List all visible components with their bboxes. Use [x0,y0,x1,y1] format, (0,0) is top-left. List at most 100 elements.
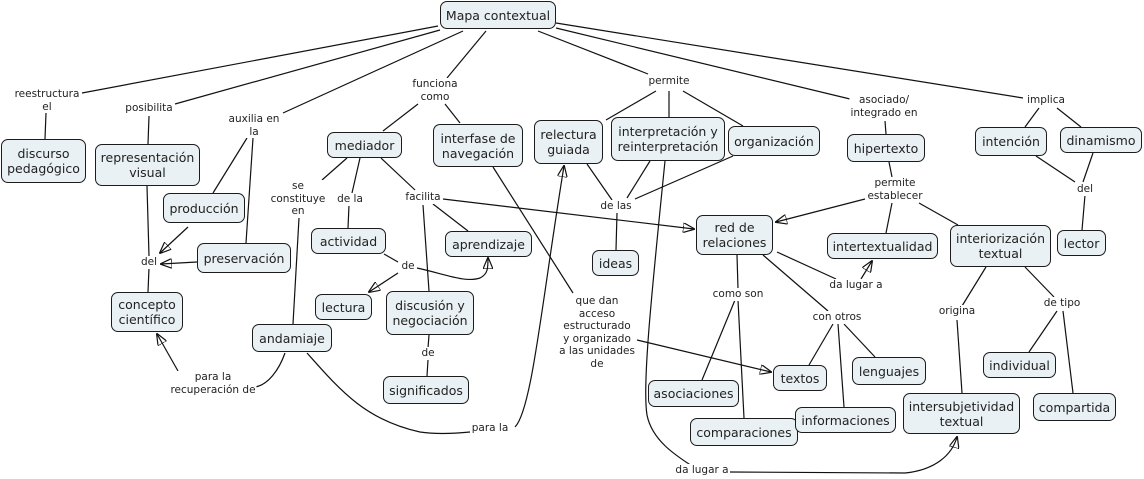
connector-line [586,163,613,201]
linking-phrase-para-la-recuperacion-de[interactable]: para la recuperación de [169,371,257,396]
linking-phrase-que-dan-acceso[interactable]: que dan acceso estructurado y organizado… [558,295,636,370]
concept-red-de-relaciones[interactable]: red de relaciones [696,215,773,255]
linking-phrase-da-lugar-a[interactable]: da lugar a [674,464,730,477]
concept-mapa-contextual[interactable]: Mapa contextual [440,1,556,29]
connector-arrow [160,226,189,253]
linking-phrase-como-son[interactable]: como son [711,288,765,301]
connector-line [1024,107,1040,128]
connector-line [444,103,461,124]
connector-line [446,30,487,79]
connector-line [605,90,657,121]
connector-line [615,212,618,251]
connector-line [701,299,736,381]
linking-phrase-de-las[interactable]: de las [599,200,633,213]
linking-phrase-de[interactable]: de [420,347,436,360]
connector-line [427,334,430,349]
linking-phrase-se-constituye-en[interactable]: se constituye en [269,180,327,218]
connector-arrow [161,262,198,264]
connector-arrow [636,339,771,372]
connector-line [292,217,300,325]
linking-phrase-del[interactable]: del [139,256,159,269]
linking-phrase-para-la[interactable]: para la [470,422,510,435]
concept-individual[interactable]: individual [983,352,1056,378]
concept-lectura[interactable]: lectura [315,294,372,320]
linking-phrase-auxilia-en-la[interactable]: auxilia en la [227,113,281,138]
connector-line [555,27,851,100]
connector-line [306,352,471,435]
linking-phrase-permite-establecer[interactable]: permite establecer [866,177,924,202]
concept-andamiaje[interactable]: andamiaje [252,324,332,352]
connector-line [884,120,887,135]
concept-lenguajes[interactable]: lenguajes [852,357,926,385]
connector-line [1028,310,1058,353]
connector-line [432,203,469,232]
connector-line [44,112,47,140]
connector-line [885,202,893,234]
concept-interfase-de-navegacion[interactable]: interfase de navegación [433,124,523,167]
connector-arrow [860,261,872,280]
linking-phrase-permite[interactable]: permite [647,75,691,88]
concept-interpretacion-reinterpretacion[interactable]: interpretación y reinterpretación [611,117,725,161]
concept-intersubjetividad-textual[interactable]: intersubjetividad textual [903,393,1020,434]
connector-line [837,323,845,408]
concept-asociaciones[interactable]: asociaciones [648,380,739,407]
concept-comparaciones[interactable]: comparaciones [690,418,798,446]
linking-phrase-posibilita[interactable]: posibilita [124,102,174,115]
concept-compartida[interactable]: compartida [1033,393,1116,421]
concept-relectura-guiada[interactable]: relectura guiada [534,120,603,164]
concept-interiorizacion-textual[interactable]: interiorización textual [950,225,1051,267]
concept-ideas[interactable]: ideas [592,250,639,276]
connector-line [383,253,399,263]
linking-phrase-de[interactable]: de [400,260,416,273]
concept-preservacion[interactable]: preservación [197,243,291,273]
linking-phrase-facilita[interactable]: facilita [404,191,442,204]
linking-phrase-asociado-integrado-en[interactable]: asociado/ integrado en [849,94,919,119]
concept-organizacion[interactable]: organización [728,126,820,156]
concept-discusion-negociacion[interactable]: discusión y negociación [386,291,474,335]
concept-produccion[interactable]: producción [163,193,245,223]
connector-line [1056,107,1082,128]
connector-line [537,30,649,75]
connector-arrow [442,198,694,229]
concept-lector[interactable]: lector [1057,230,1106,256]
connector-arrow [369,272,399,292]
connector-line [737,299,745,419]
connector-line [282,30,464,114]
connector-line [956,319,963,394]
concept-dinamismo[interactable]: dinamismo [1060,127,1142,153]
linking-phrase-de-la[interactable]: de la [336,193,364,206]
connector-line [81,25,439,94]
concept-intencion[interactable]: intención [975,127,1047,156]
connector-line [888,161,893,178]
concept-textos[interactable]: textos [773,365,827,391]
concept-intertextualidad[interactable]: intertextualidad [827,233,938,259]
linking-phrase-implica[interactable]: implica [1026,94,1066,107]
connector-arrow [729,437,957,474]
concept-aprendizaje[interactable]: aprendizaje [445,231,532,257]
concept-concepto-cientifico[interactable]: concepto científico [111,292,183,332]
connector-line [1081,194,1086,231]
linking-phrase-de-tipo[interactable]: de tipo [1042,297,1082,310]
concept-significados[interactable]: significados [383,376,469,404]
connector-arrow [157,334,179,372]
concept-informaciones[interactable]: informaciones [795,407,896,433]
linking-phrase-del[interactable]: del [1075,183,1095,196]
linking-phrase-da-lugar-a[interactable]: da lugar a [828,279,884,292]
connector-arrow [416,258,488,281]
concept-discurso-pedagogico[interactable]: discurso pedagógico [1,139,86,183]
concept-hipertexto[interactable]: hipertexto [847,134,925,162]
connector-line [426,359,429,377]
connector-line [147,115,150,145]
connector-line [147,267,150,293]
linking-phrase-funciona-como[interactable]: funciona como [411,78,459,103]
concept-representacion-visual[interactable]: representación visual [95,144,200,186]
concept-mediador[interactable]: mediador [327,132,402,158]
linking-phrase-reestructura-el[interactable]: reestructura el [13,88,81,113]
connector-line [682,90,744,127]
linking-phrase-origina[interactable]: origina [937,305,977,318]
connector-line [254,352,286,388]
concept-actividad[interactable]: actividad [311,228,386,254]
linking-phrase-con-otros[interactable]: con otros [811,311,863,324]
